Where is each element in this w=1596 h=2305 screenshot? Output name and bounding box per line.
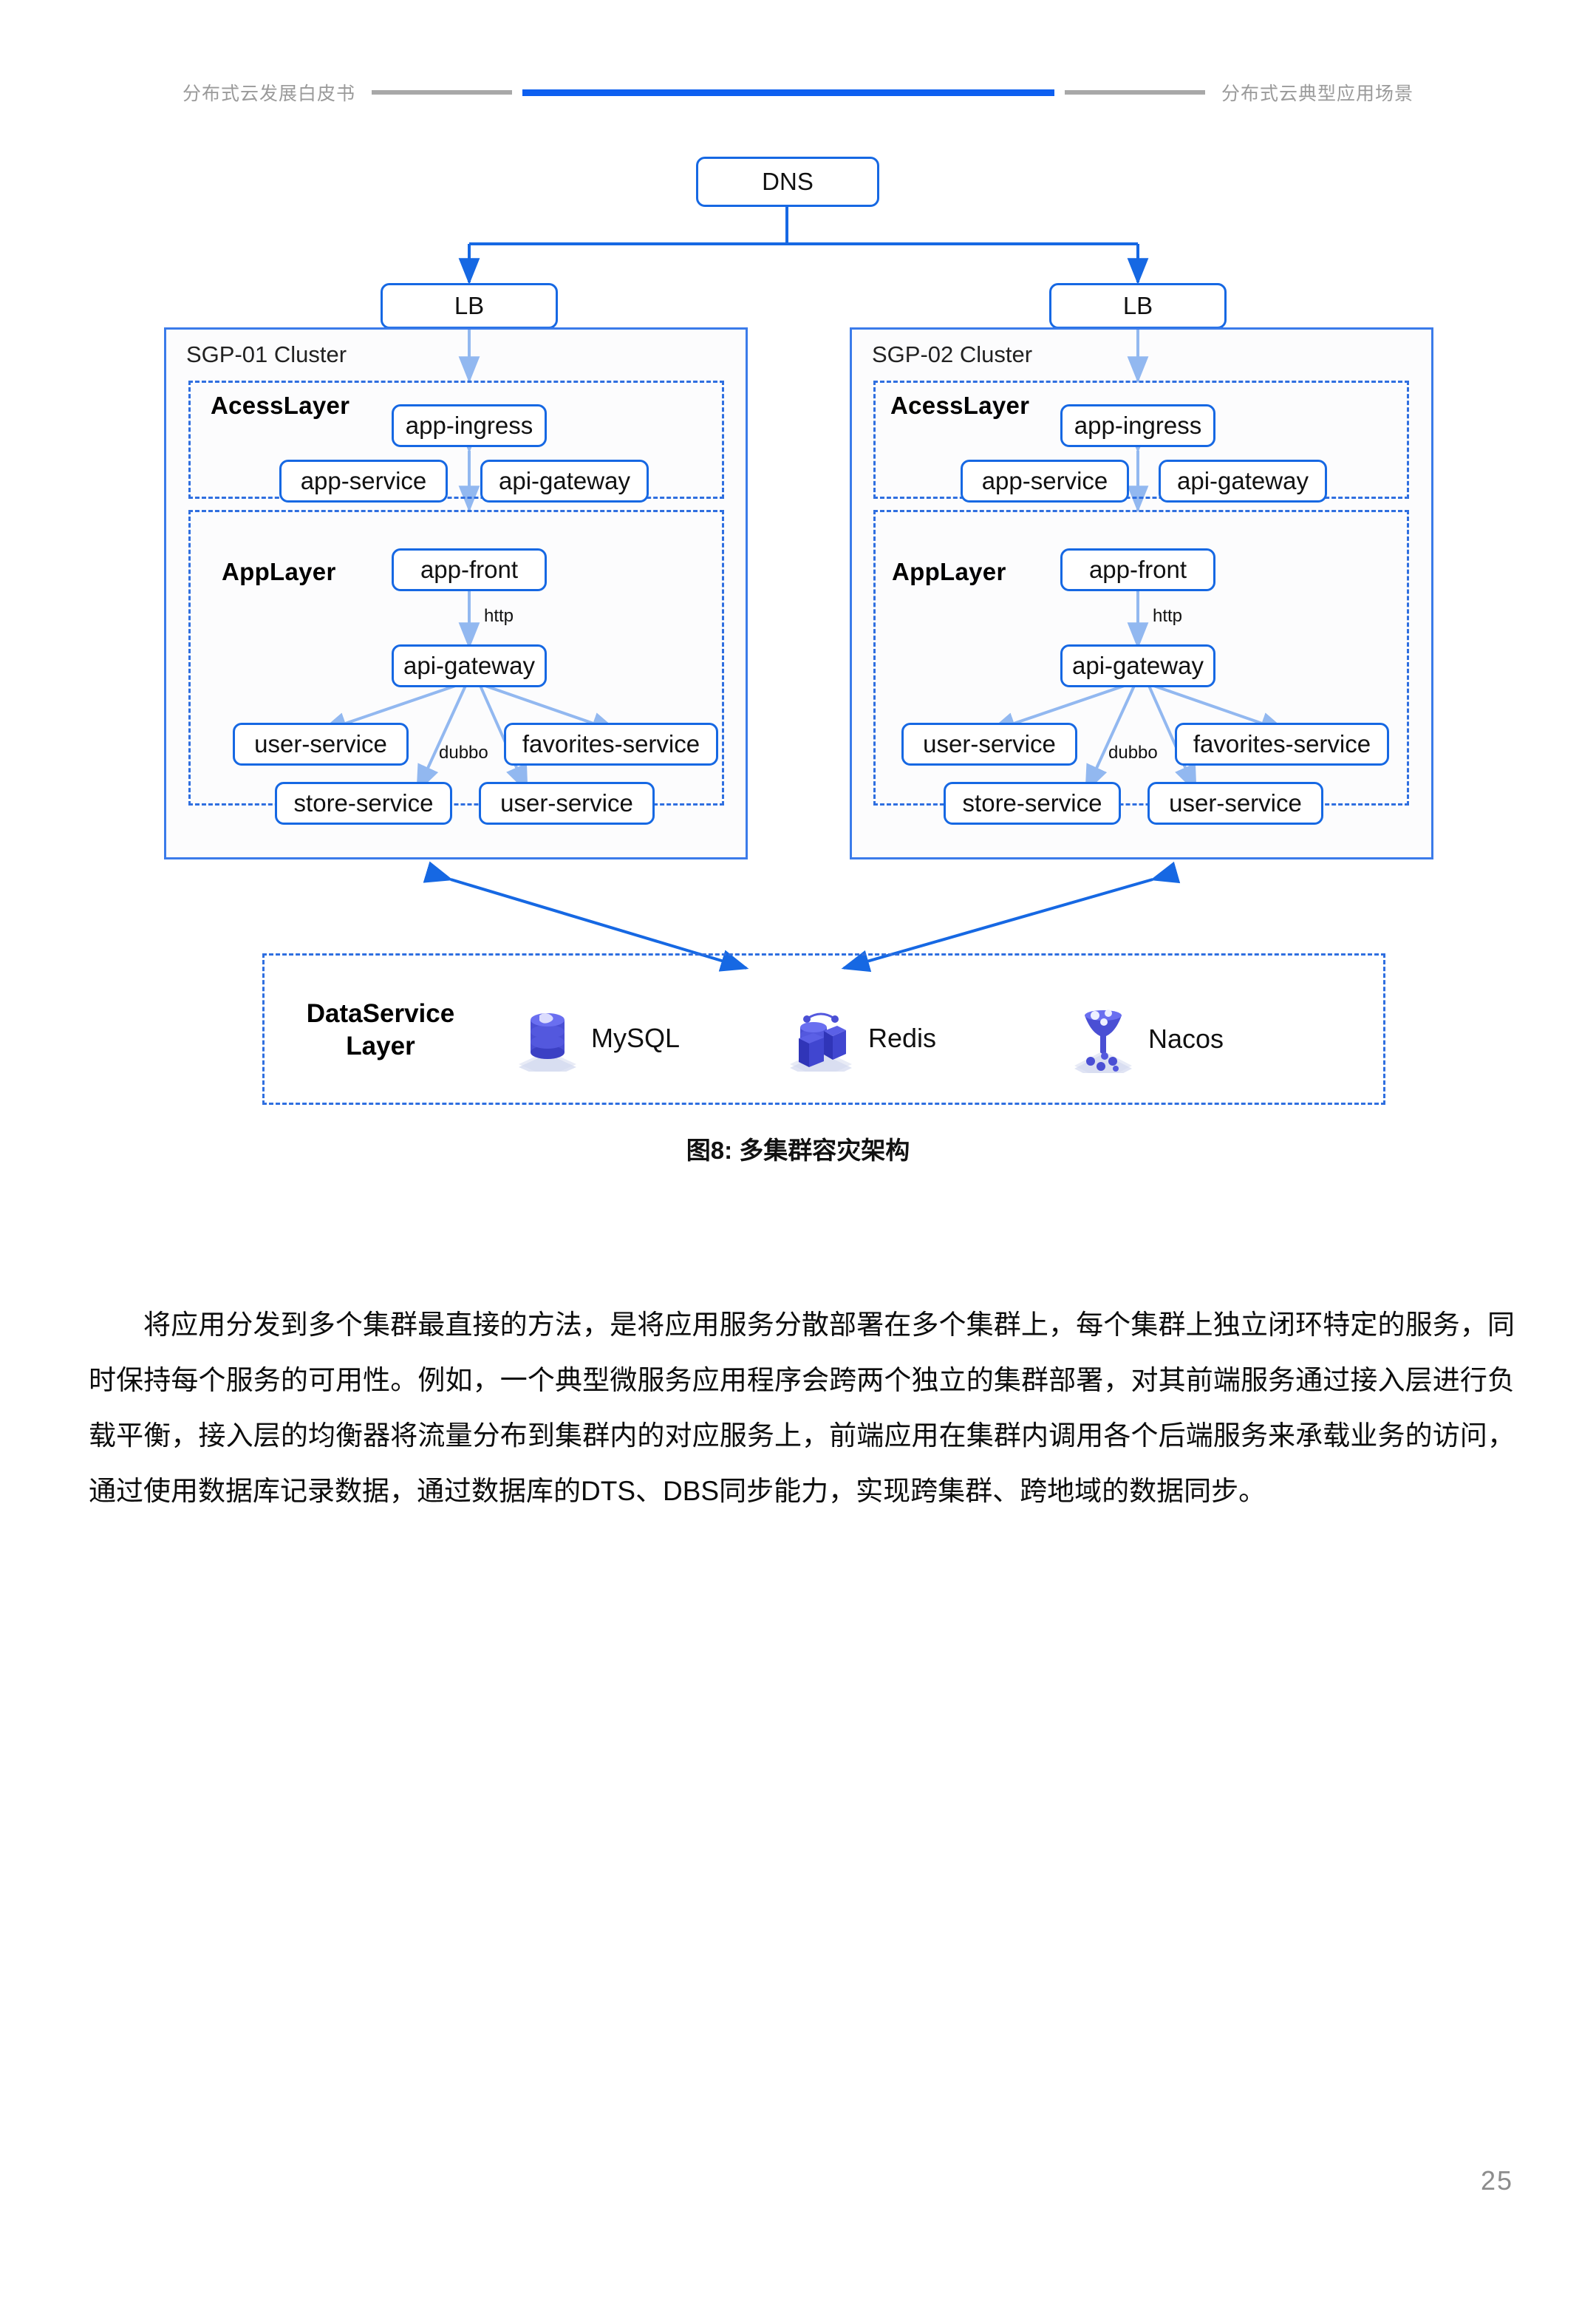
app-layer-box-left	[188, 510, 724, 806]
running-header: 分布式云发展白皮书 分布式云典型应用场景	[0, 70, 1596, 115]
node-api-gateway-app-left[interactable]: api-gateway	[392, 644, 547, 687]
edge-label-dubbo-right: dubbo	[1108, 743, 1158, 763]
node-app-ingress-left[interactable]: app-ingress	[392, 404, 547, 447]
data-service-name-mysql: MySQL	[591, 1023, 681, 1053]
data-service-item-nacos[interactable]: Nacos	[1071, 1005, 1224, 1073]
access-layer-label-left: AcessLayer	[211, 392, 350, 419]
data-service-name-redis: Redis	[868, 1023, 937, 1053]
app-layer-box-right	[873, 510, 1409, 806]
app-layer-label-right: AppLayer	[892, 558, 1006, 585]
node-lb-left[interactable]: LB	[381, 283, 558, 329]
node-user-service-left-1[interactable]: user-service	[233, 723, 409, 766]
node-store-service-right[interactable]: store-service	[944, 782, 1121, 825]
architecture-diagram: DNS LB LB SGP-01 Cluster AcessLayer app-…	[0, 140, 1596, 1131]
data-service-label-line2: Layer	[346, 1031, 415, 1060]
node-app-front-left[interactable]: app-front	[392, 548, 547, 591]
header-rule-blue	[522, 89, 1054, 96]
node-app-front-right[interactable]: app-front	[1060, 548, 1215, 591]
edge-label-http-left: http	[484, 606, 514, 626]
node-dns[interactable]: DNS	[696, 157, 879, 207]
header-rule-left	[372, 90, 512, 95]
node-lb-right[interactable]: LB	[1049, 283, 1227, 329]
header-right-title: 分布式云典型应用场景	[1221, 84, 1414, 104]
server-cluster-icon	[790, 1012, 852, 1072]
node-store-service-left[interactable]: store-service	[275, 782, 452, 825]
data-service-item-mysql[interactable]: MySQL	[517, 1005, 680, 1072]
node-app-ingress-right[interactable]: app-ingress	[1060, 404, 1215, 447]
node-app-service-left[interactable]: app-service	[279, 460, 448, 503]
header-left-title: 分布式云发展白皮书	[182, 84, 355, 104]
node-api-gateway-app-right[interactable]: api-gateway	[1060, 644, 1215, 687]
data-service-name-nacos: Nacos	[1148, 1024, 1224, 1054]
edge-label-dubbo-left: dubbo	[439, 743, 488, 763]
data-service-item-redis[interactable]: Redis	[787, 1005, 936, 1072]
database-cylinder-icon	[519, 1013, 576, 1072]
node-user-service-right-1[interactable]: user-service	[901, 723, 1077, 766]
node-user-service-left-2[interactable]: user-service	[479, 782, 655, 825]
access-layer-box-left	[188, 381, 724, 499]
figure-caption: 图8: 多集群容灾架构	[686, 1137, 910, 1164]
header-rule-right	[1065, 90, 1205, 95]
access-layer-label-right: AcessLayer	[890, 392, 1030, 419]
node-api-gateway-access-left[interactable]: api-gateway	[480, 460, 649, 503]
page-number: 25	[1480, 2165, 1513, 2196]
data-service-layer-box	[262, 953, 1385, 1105]
node-favorites-service-left[interactable]: favorites-service	[504, 723, 718, 766]
node-favorites-service-right[interactable]: favorites-service	[1175, 723, 1389, 766]
cluster-sgp-01-title: SGP-01 Cluster	[186, 341, 347, 367]
funnel-icon	[1074, 1009, 1132, 1073]
body-paragraph: 将应用分发到多个集群最直接的方法，是将应用服务分散部署在多个集群上，每个集群上独…	[89, 1310, 1515, 1507]
node-api-gateway-access-right[interactable]: api-gateway	[1159, 460, 1327, 503]
edge-label-http-right: http	[1153, 606, 1183, 626]
cluster-sgp-02-title: SGP-02 Cluster	[872, 341, 1033, 367]
node-app-service-right[interactable]: app-service	[961, 460, 1129, 503]
node-user-service-right-2[interactable]: user-service	[1147, 782, 1323, 825]
app-layer-label-left: AppLayer	[222, 558, 336, 585]
data-service-layer-label: DataService Layer	[288, 998, 473, 1063]
data-service-label-line1: DataService	[306, 999, 455, 1028]
access-layer-box-right	[873, 381, 1409, 499]
